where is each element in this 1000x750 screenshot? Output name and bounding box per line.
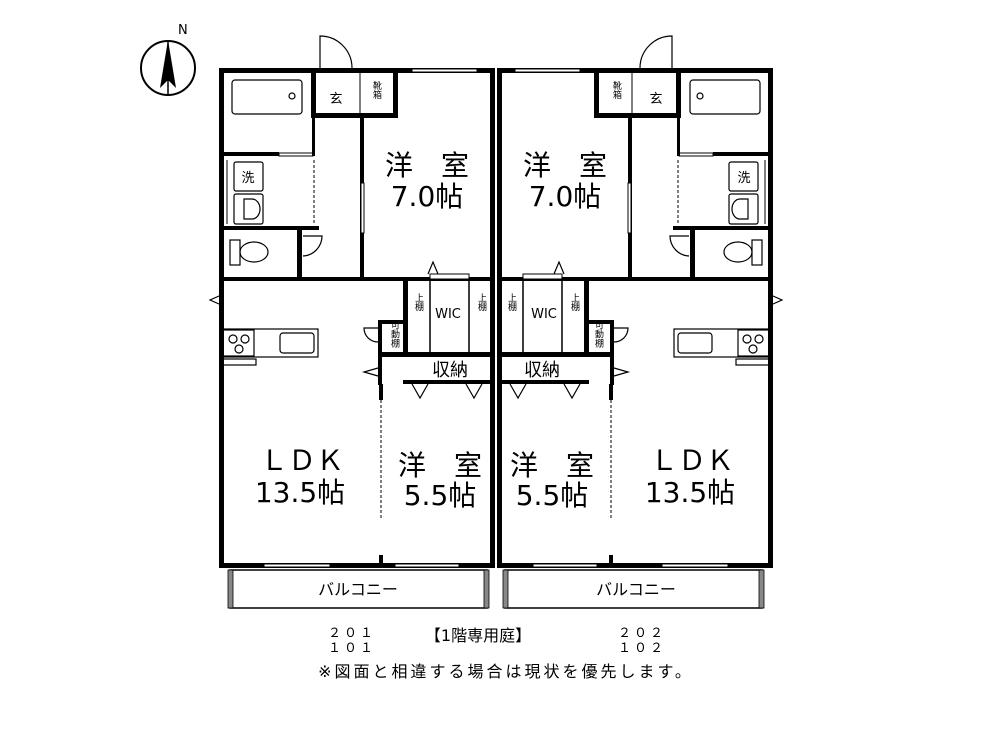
western-room-2-size: 5.5帖 [516,479,589,512]
north-arrow-icon [140,40,196,96]
western-room-1-name: 洋 室 [385,149,469,182]
western-room-2-size: 5.5帖 [404,479,477,512]
western-room-1-size: 7.0帖 [391,180,464,213]
unit-right-plan [496,35,783,609]
ldk-name: ＬＤＫ [260,444,344,477]
western-room-2-name: 洋 室 [398,449,482,482]
storage-label: 収納 [432,360,468,381]
private-garden-label: 【1階専用庭】 [425,626,531,645]
wic-label: WIC [435,307,461,322]
ldk-size: 13.5帖 [645,476,735,509]
disclaimer-note: ※図面と相違する場合は現状を優先します。 [318,662,694,681]
entrance-label: 玄 [649,92,662,107]
entrance-label: 玄 [329,92,342,107]
movable-shelf-label: 可動棚 [593,320,604,348]
washroom-label: 洗 [241,171,254,186]
ldk-size: 13.5帖 [255,476,345,509]
balcony-label: バルコニー [318,580,398,599]
upper-shelf-label: 上棚 [506,293,517,312]
western-room-2-name: 洋 室 [510,449,594,482]
storage-label: 収納 [524,360,560,381]
wic-label: WIC [531,307,557,322]
western-room-1-size: 7.0帖 [529,180,602,213]
shoe-box-label: 靴箱 [611,80,622,100]
western-room-1-name: 洋 室 [523,149,607,182]
shoe-box-label: 靴箱 [371,80,382,100]
balcony-label: バルコニー [596,580,676,599]
washroom-label: 洗 [737,171,750,186]
compass-label: N [178,23,188,38]
unit-left-plan [209,35,496,609]
movable-shelf-label: 可動棚 [389,320,400,348]
right-unit-upper-number: ２０２ [618,626,666,641]
upper-shelf-label: 上棚 [413,293,424,312]
left-unit-lower-number: １０１ [328,641,376,656]
left-unit-upper-number: ２０１ [328,626,376,641]
upper-shelf-label: 上棚 [569,293,580,312]
ldk-name: ＬＤＫ [650,444,734,477]
right-unit-lower-number: １０２ [618,641,666,656]
upper-shelf-label: 上棚 [476,293,487,312]
